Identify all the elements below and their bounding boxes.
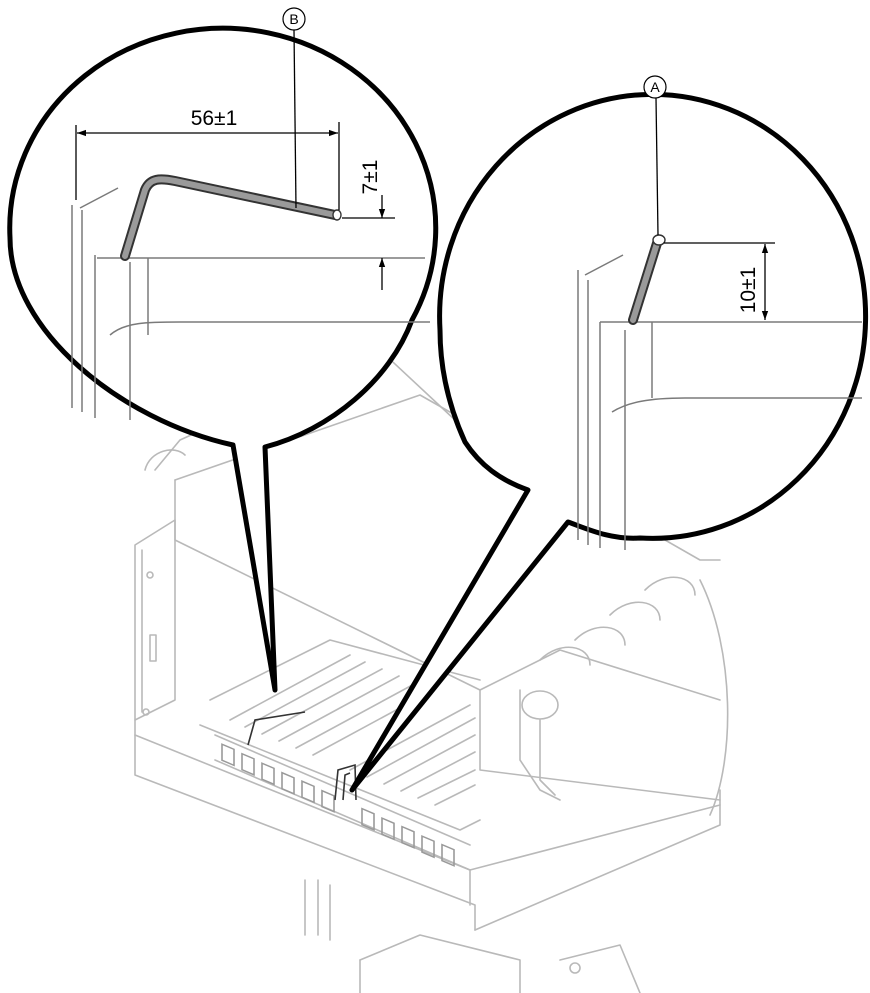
dimension-56: 56±1 (75, 107, 340, 210)
burner-assembly (134, 349, 729, 993)
callout-a: A (643, 75, 667, 236)
callout-a-letter: A (650, 79, 660, 95)
magnifier-a: 10±1 A (349, 75, 869, 793)
magnifier-b-content (71, 174, 430, 420)
magnifier-b: 56±1 7±1 B (7, 7, 439, 693)
magnifier-a-content (577, 234, 862, 550)
dimension-7-label: 7±1 (359, 160, 382, 195)
burner-bars (229, 654, 476, 806)
nozzle-openings (221, 743, 455, 867)
gas-valve (304, 879, 641, 993)
dimension-7: 7±1 (342, 160, 395, 290)
dimension-10: 10±1 (664, 242, 775, 320)
callout-b: B (282, 7, 306, 209)
dimension-10-label: 10±1 (737, 267, 760, 314)
callout-b-letter: B (289, 11, 298, 27)
dimension-56-label: 56±1 (191, 107, 238, 130)
gas-pipes (519, 576, 729, 816)
